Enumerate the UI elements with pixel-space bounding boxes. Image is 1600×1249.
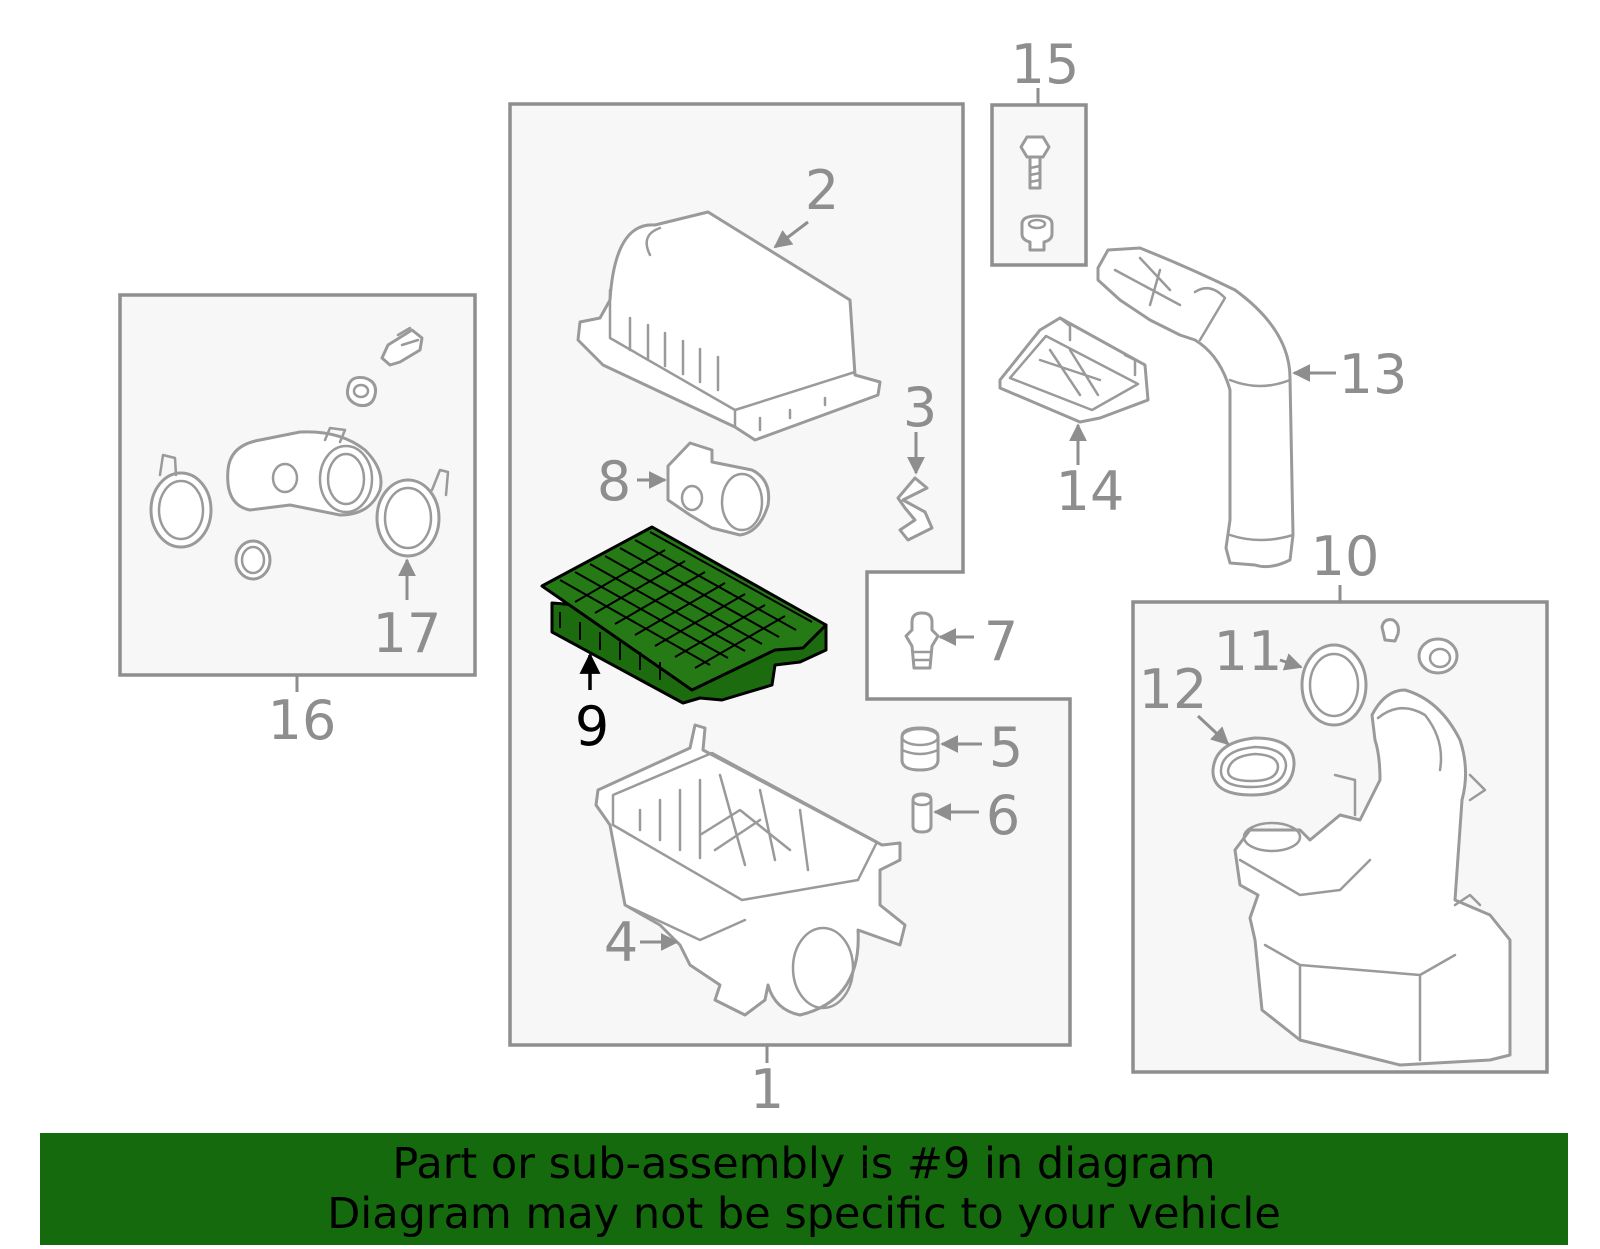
- mounting-bracket[interactable]: [998, 316, 1150, 424]
- callout-13: 13: [1339, 343, 1408, 406]
- callout-14: 14: [1056, 460, 1125, 523]
- nut-part[interactable]: [1020, 214, 1054, 252]
- callout-7: 7: [984, 610, 1018, 673]
- grommet-part[interactable]: [900, 726, 940, 772]
- bushing-part[interactable]: [911, 792, 933, 834]
- callout-17: 17: [373, 602, 442, 665]
- banner-line-part-number: Part or sub-assembly is #9 in diagram: [392, 1139, 1216, 1189]
- callout-3: 3: [903, 376, 937, 439]
- callout-4: 4: [604, 911, 638, 974]
- duct-seal-ring[interactable]: [1300, 643, 1368, 727]
- throttle-body-assembly[interactable]: [149, 326, 424, 581]
- mass-airflow-sensor-housing[interactable]: [666, 441, 771, 537]
- callout-5: 5: [989, 716, 1023, 779]
- callout-6: 6: [986, 784, 1020, 847]
- callout-1: 1: [750, 1058, 784, 1121]
- callout-16: 16: [268, 689, 337, 752]
- oval-gasket[interactable]: [1211, 736, 1296, 797]
- hose-clamp[interactable]: [375, 468, 450, 558]
- intake-duct[interactable]: [1096, 246, 1295, 569]
- banner-line-disclaimer: Diagram may not be specific to your vehi…: [327, 1189, 1281, 1239]
- info-banner: Part or sub-assembly is #9 in diagram Di…: [40, 1133, 1568, 1245]
- callout-15: 15: [1011, 33, 1080, 96]
- callout-12: 12: [1139, 658, 1208, 721]
- air-filter-element[interactable]: [540, 525, 828, 705]
- air-cleaner-lower-housing[interactable]: [594, 723, 907, 1017]
- callout-11: 11: [1214, 620, 1283, 683]
- bolt-part[interactable]: [1019, 135, 1051, 190]
- air-intake-resonator[interactable]: [1233, 688, 1512, 1067]
- small-grommets[interactable]: [1380, 618, 1459, 675]
- push-pin-part[interactable]: [904, 611, 940, 670]
- callout-8: 8: [597, 450, 631, 513]
- clip-part[interactable]: [896, 476, 934, 542]
- callout-10: 10: [1311, 525, 1380, 588]
- air-cleaner-cover[interactable]: [576, 210, 882, 442]
- callout-2: 2: [805, 159, 839, 222]
- callout-9: 9: [575, 695, 609, 758]
